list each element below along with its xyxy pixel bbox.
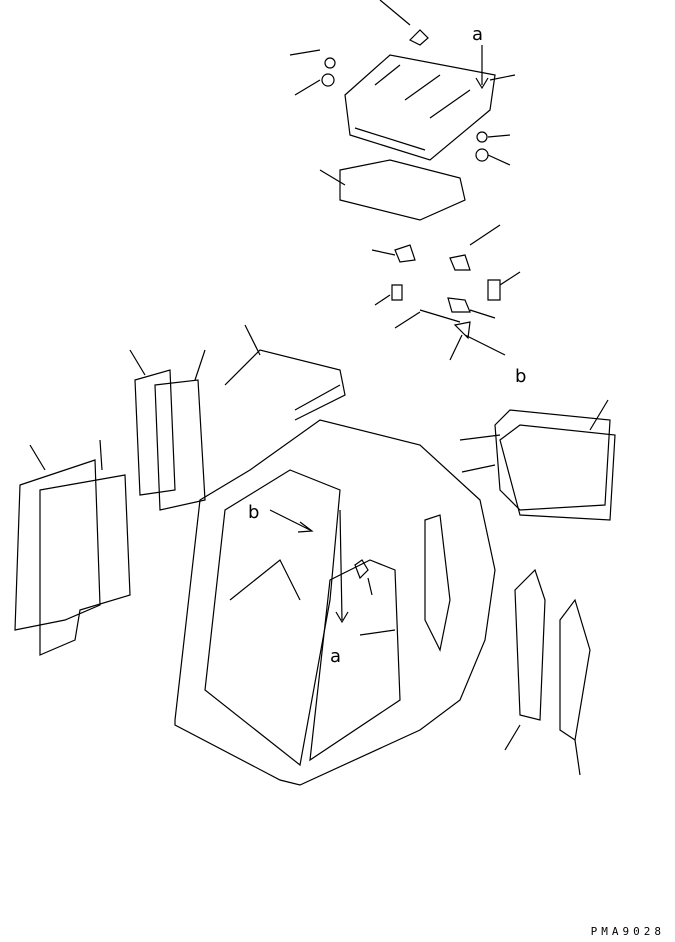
roof-plate — [319, 159, 501, 246]
roof-frame-seal — [224, 324, 346, 421]
right-windows — [459, 399, 616, 776]
label-b-right: b — [515, 366, 526, 387]
left-windows — [14, 349, 206, 656]
cab-body — [174, 419, 496, 786]
label-a-bottom: a — [330, 646, 341, 667]
drawing-code: PMA9028 — [590, 925, 665, 938]
label-a-top: a — [472, 24, 483, 45]
roof-cover — [289, 0, 516, 166]
arrows — [269, 45, 489, 624]
label-b-left: b — [248, 502, 259, 523]
fasteners — [371, 244, 521, 361]
